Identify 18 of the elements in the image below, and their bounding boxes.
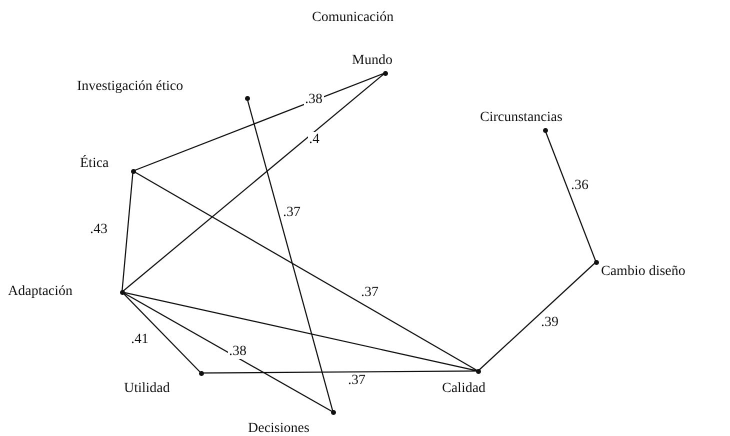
variable-label: Cambio diseño: [601, 264, 686, 280]
edge-label: .38: [228, 344, 248, 359]
variable-label: Calidad: [442, 381, 486, 397]
variable-label: Comunicación: [312, 10, 394, 26]
variable-label: Ética: [80, 156, 109, 172]
connector-line: [122, 292, 202, 374]
connector-line: [478, 262, 596, 372]
connector-line: [132, 170, 478, 372]
connector-line: [122, 291, 334, 413]
variable-label: Utilidad: [124, 381, 170, 397]
variable-label: Circunstancias: [480, 110, 562, 126]
connector-line: [122, 72, 386, 292]
variable-label: Decisiones: [248, 421, 310, 436]
variable-label: Mundo: [352, 53, 392, 69]
connector-line: [201, 370, 478, 374]
edge-label: .38: [304, 92, 324, 107]
variable-label: Adaptación: [8, 284, 73, 300]
variable-label: Investigación ético: [77, 79, 184, 95]
